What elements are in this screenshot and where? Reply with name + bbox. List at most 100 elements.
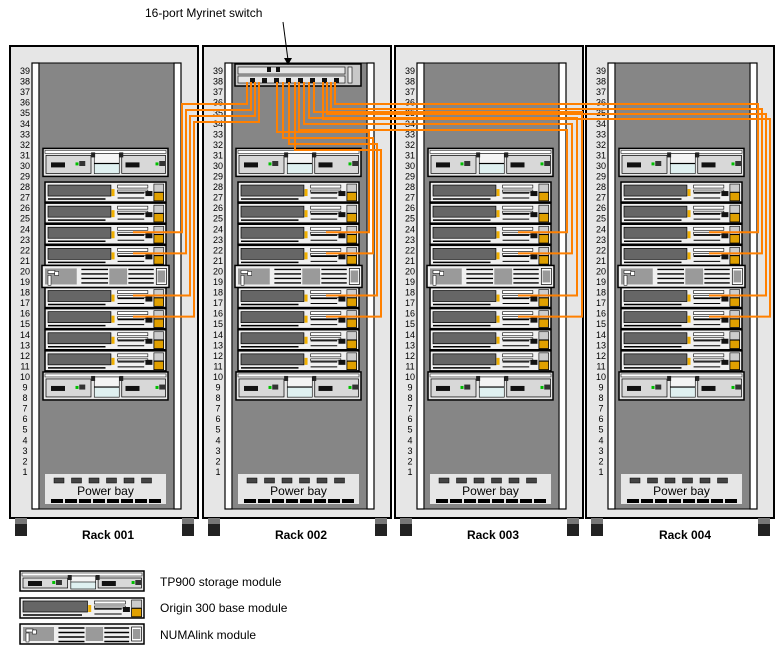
origin300-base-module <box>44 329 167 351</box>
origin300-drive-bay <box>623 205 688 218</box>
origin300-drive-bay <box>623 353 688 366</box>
unit-number: 18 <box>596 288 606 298</box>
origin300-drive-bay <box>47 248 112 260</box>
status-led-icon <box>111 210 115 218</box>
rack-label-004: Rack 004 <box>658 528 712 542</box>
unit-number: 14 <box>20 330 30 340</box>
power-connector-icon <box>538 360 549 371</box>
outlet-icon <box>492 499 504 503</box>
unit-number: 4 <box>407 435 412 445</box>
unit-number: 17 <box>405 298 415 308</box>
numalink-module <box>426 264 555 289</box>
unit-number: 39 <box>213 66 223 76</box>
unit-number: 7 <box>407 404 412 414</box>
unit-number: 21 <box>213 256 223 266</box>
power-bay: Power bay <box>45 474 166 504</box>
power-connector-icon <box>153 297 164 307</box>
unit-number: 17 <box>213 298 223 308</box>
outlet-icon <box>629 477 641 484</box>
outlet-icon <box>627 499 639 503</box>
fan-icon <box>729 352 740 362</box>
status-led-icon <box>496 357 500 365</box>
power-connector-icon <box>729 213 740 223</box>
status-led-icon <box>460 162 464 166</box>
status-led-icon <box>348 385 352 389</box>
origin300-drive-bay <box>432 332 497 345</box>
cable-rack003 <box>313 82 583 318</box>
tp900-drive-right <box>121 378 166 398</box>
unit-number: 29 <box>405 172 415 182</box>
status-led-icon <box>496 210 500 218</box>
connector-icon <box>701 162 716 168</box>
origin300-drive-bay <box>432 226 497 239</box>
fan-icon <box>153 310 164 319</box>
unit-number: 7 <box>22 404 27 414</box>
outlet-icon <box>281 477 293 484</box>
unit-number: 15 <box>20 319 30 329</box>
origin300-drive-bay <box>240 353 305 366</box>
rack-label-001: Rack 001 <box>81 528 135 542</box>
origin300-drive-bay <box>47 311 112 323</box>
outlet-icon <box>334 477 345 484</box>
power-connector-icon <box>346 255 357 265</box>
fan-icon <box>538 204 549 214</box>
unit-number: 8 <box>215 393 220 403</box>
outlet-icon <box>520 499 532 503</box>
unit-number: 16 <box>405 309 415 319</box>
cable-rack003 <box>303 82 573 255</box>
origin300-drive-bay <box>240 205 305 218</box>
outlet-icon <box>683 499 695 503</box>
unit-number: 31 <box>596 150 606 160</box>
origin300-base-module <box>429 286 552 309</box>
legend-label-tp900: TP900 storage module <box>160 575 282 589</box>
origin300-drive-bay <box>623 311 688 323</box>
origin300-base-module <box>237 202 360 224</box>
status-led-icon <box>304 189 308 197</box>
unit-number: 33 <box>20 129 30 139</box>
outlet-icon <box>526 477 537 484</box>
tp900-storage-module <box>618 371 745 401</box>
power-connector-icon <box>153 255 164 265</box>
unit-number: 22 <box>213 245 223 255</box>
origin300-base-module <box>237 329 360 351</box>
status-led-icon <box>496 231 500 239</box>
outlet-icon <box>456 477 467 484</box>
fan-icon <box>729 247 740 256</box>
outlet-icon <box>491 477 502 484</box>
unit-number: 9 <box>407 383 412 393</box>
fan-icon <box>538 352 549 362</box>
tp900-drive-left <box>45 155 92 174</box>
unit-number: 8 <box>22 393 27 403</box>
origin300-drive-bay <box>240 184 305 197</box>
origin300-drive-bay <box>432 311 497 323</box>
power-connector-icon <box>153 360 164 371</box>
status-led-icon <box>268 162 272 166</box>
unit-number: 27 <box>405 193 415 203</box>
origin300-base-module <box>44 202 167 224</box>
fan-icon <box>346 310 357 319</box>
unit-number: 28 <box>20 182 30 192</box>
unit-number: 13 <box>20 340 30 350</box>
unit-number: 6 <box>407 414 412 424</box>
rack-label-003: Rack 003 <box>466 528 520 542</box>
unit-number: 31 <box>20 150 30 160</box>
switch-port-icon <box>322 78 327 83</box>
cable-rack002 <box>282 82 374 255</box>
tp900-drive-left <box>238 155 285 174</box>
tp900-storage-module <box>235 147 362 178</box>
unit-number: 15 <box>596 319 606 329</box>
unit-number: 1 <box>215 467 220 477</box>
status-led-icon <box>111 315 115 323</box>
origin300-base-module <box>620 329 743 351</box>
outlet-icon <box>508 477 520 484</box>
fan-icon <box>346 352 357 362</box>
power-bay-label: Power bay <box>77 484 134 498</box>
origin300-base-module <box>237 223 360 245</box>
power-connector-icon <box>153 234 164 244</box>
unit-number: 7 <box>598 404 603 414</box>
unit-number: 6 <box>215 414 220 424</box>
unit-number: 35 <box>20 108 30 118</box>
unit-number: 10 <box>20 372 30 382</box>
power-bay-label: Power bay <box>462 484 519 498</box>
origin300-drive-bay <box>623 184 688 197</box>
